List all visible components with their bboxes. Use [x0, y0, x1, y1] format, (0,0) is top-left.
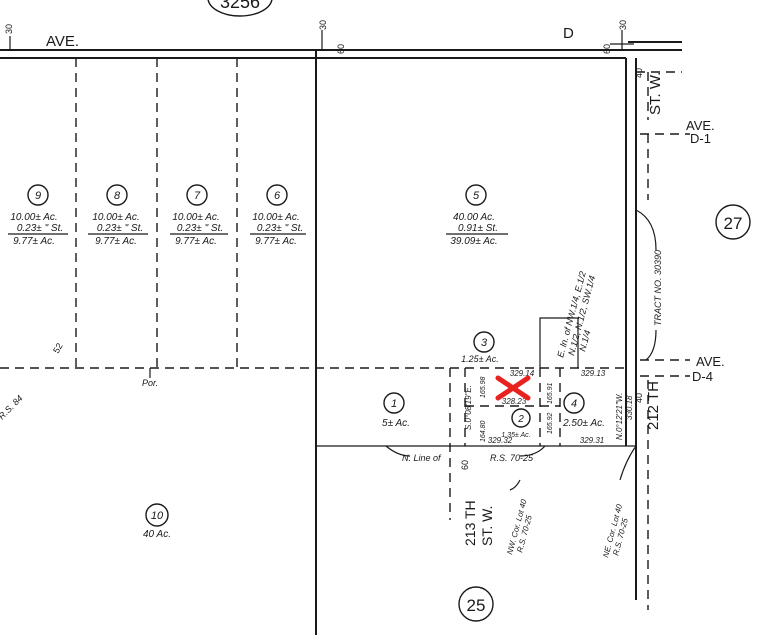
- parcel-7-net: 9.77± Ac.: [175, 236, 217, 247]
- page-ref-top: 3256: [207, 0, 273, 17]
- parcel-9-net: 9.77± Ac.: [13, 236, 55, 247]
- parcel-7-num: 7: [194, 190, 201, 202]
- parcel-5-net: 39.09± Ac.: [450, 236, 497, 247]
- parcel-7: 7 10.00± Ac. 0.23± " St. 9.77± Ac.: [170, 184, 228, 247]
- dim-30-left: 30: [4, 24, 14, 34]
- street-213th: 213 TH: [462, 500, 478, 546]
- location-marker-x: [495, 375, 531, 401]
- measure-329-32: 329.32: [488, 436, 513, 445]
- parcel-8-gross: 10.00± Ac.: [92, 212, 139, 223]
- parcel-6-gross: 10.00± Ac.: [252, 212, 299, 223]
- annotation-n-line-of: N. Line of: [402, 453, 442, 463]
- parcel-8-street: 0.23± " St.: [97, 223, 143, 234]
- dim-30-mid: 30: [318, 20, 328, 30]
- parcel-dividers-left: [0, 58, 626, 378]
- page-ref-top-label: 3256: [220, 0, 260, 12]
- parcel-9-num: 9: [35, 190, 41, 202]
- parcel-6-num: 6: [274, 190, 281, 202]
- parcel-5: 5 40.00 Ac. 0.91± St. 39.09± Ac.: [446, 184, 508, 247]
- street-ave-d1: AVE.: [686, 118, 715, 133]
- street-d4: D-4: [692, 369, 713, 384]
- street-st-w-right: ST. W.: [647, 72, 664, 115]
- parcel-3: 3 1.25± Ac.: [461, 331, 499, 364]
- annotation-tract: TRACT NO. 30390: [653, 250, 663, 326]
- measure-165-98: 165.98: [480, 376, 487, 398]
- bearing-left: S.0°08'19"E.: [464, 385, 473, 430]
- street-d1: D-1: [690, 131, 711, 146]
- parcel-1: 1 5± Ac.: [382, 392, 410, 429]
- parcel-10-num: 10: [151, 510, 164, 522]
- parcel-5-gross: 40.00 Ac.: [453, 212, 495, 223]
- parcel-10-area: 40 Ac.: [143, 529, 171, 540]
- parcel-3-num: 3: [481, 337, 488, 349]
- parcel-2: 2 1.35± Ac.: [501, 408, 531, 439]
- parcel-8-net: 9.77± Ac.: [95, 236, 137, 247]
- dim-52: 52: [51, 341, 65, 355]
- dim-60-top-right: 60: [602, 44, 612, 54]
- street-212th: 212 TH: [645, 381, 662, 430]
- parcel-1-num: 1: [391, 398, 397, 410]
- street-ave-top: AVE.: [46, 33, 79, 50]
- parcel-2-num: 2: [517, 414, 524, 425]
- page-ref-27: 27: [715, 204, 751, 240]
- measure-328-23: 328.23: [502, 397, 527, 406]
- measure-165-92: 165.92: [547, 412, 554, 434]
- parcel-7-street: 0.23± " St.: [177, 223, 223, 234]
- parcel-4: 4 2.50± Ac.: [562, 392, 605, 429]
- parcel-6-street: 0.23± " St.: [257, 223, 303, 234]
- measure-164-80: 164.80: [480, 420, 487, 442]
- parcel-9-street: 0.23± " St.: [17, 223, 63, 234]
- page-ref-right-label: 27: [724, 214, 743, 233]
- parcel-lines: [315, 50, 637, 635]
- measure-165-91: 165.91: [547, 382, 554, 404]
- parcel-8-num: 8: [114, 190, 121, 202]
- right-street-lines: [635, 71, 690, 610]
- bearing-right-value: 330.18: [625, 395, 634, 420]
- page-ref-25: 25: [458, 586, 494, 622]
- parcel-6-net: 9.77± Ac.: [255, 236, 297, 247]
- dim-30-right: 30: [618, 20, 628, 30]
- measure-329-14: 329.14: [510, 369, 535, 378]
- parcel-5-num: 5: [473, 190, 480, 202]
- parcel-4-area: 2.50± Ac.: [562, 418, 605, 429]
- parcel-6: 6 10.00± Ac. 0.23± " St. 9.77± Ac.: [250, 184, 306, 247]
- dim-40-right: 40: [634, 68, 644, 78]
- parcel-7-gross: 10.00± Ac.: [172, 212, 219, 223]
- parcel-9-gross: 10.00± Ac.: [10, 212, 57, 223]
- measure-329-31: 329.31: [580, 436, 604, 445]
- parcel-5-street: 0.91± St.: [458, 223, 498, 234]
- bearing-right: N.0°12'21"W.: [615, 393, 624, 440]
- street-d-top: D: [563, 25, 574, 42]
- dim-60-bottom: 60: [460, 460, 470, 470]
- dim-60-top: 60: [336, 44, 346, 54]
- page-ref-bottom-label: 25: [467, 596, 486, 615]
- measure-329-13: 329.13: [581, 369, 606, 378]
- parcel-1-area: 5± Ac.: [382, 418, 410, 429]
- small-lot-lines: [385, 317, 637, 520]
- annotation-rs-70-25: R.S. 70-25: [490, 453, 534, 463]
- street-st-w-bottom: ST. W.: [479, 506, 495, 546]
- dim-40-lower: 40: [634, 393, 644, 403]
- street-ave-d4: AVE.: [696, 354, 725, 369]
- parcel-3-area: 1.25± Ac.: [461, 354, 499, 364]
- parcel-9: 9 10.00± Ac. 0.23± " St. 9.77± Ac.: [8, 184, 68, 247]
- parcel-2-area: 1.35± Ac.: [501, 432, 530, 439]
- parcel-10: 10 40 Ac.: [143, 503, 171, 540]
- parcel-8: 8 10.00± Ac. 0.23± " St. 9.77± Ac.: [88, 184, 148, 247]
- parcel-4-num: 4: [571, 398, 577, 410]
- annotation-por: Por.: [142, 378, 158, 388]
- annotation-rs-left: R.S. 84: [0, 393, 25, 421]
